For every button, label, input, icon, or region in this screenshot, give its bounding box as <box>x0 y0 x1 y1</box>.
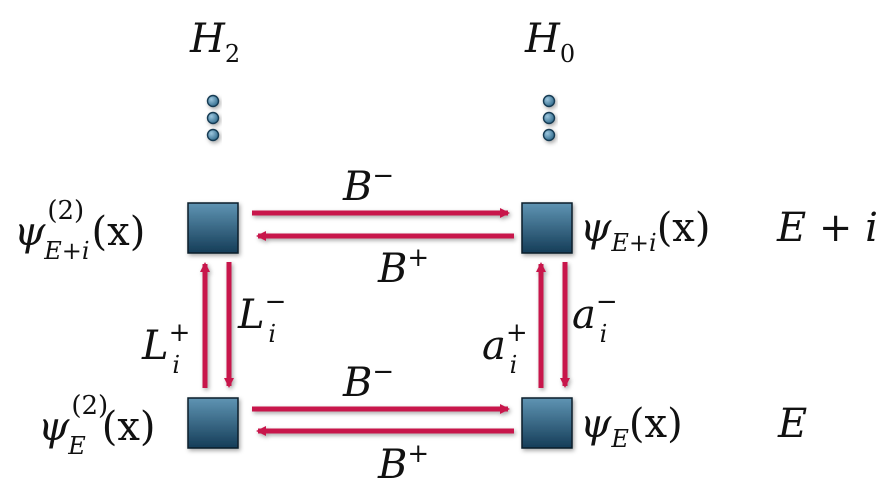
label-b-plus-upper: B+ <box>377 243 429 292</box>
column-label-right: H0 <box>524 16 575 68</box>
state-box-left-upper <box>187 202 239 254</box>
column-label-left: H2 <box>189 16 240 68</box>
state-box-right-upper <box>521 202 573 254</box>
ellipsis-dots-right <box>542 94 556 142</box>
label-b-plus-lower: B+ <box>377 439 429 488</box>
state-label-psi2-upper: ψ(2)E+i(x) <box>14 196 145 265</box>
label-l-minus: L−i <box>237 287 286 348</box>
state-box-left-lower <box>187 397 239 449</box>
row-label-lower: E <box>777 401 807 447</box>
label-b-minus-upper: B− <box>342 161 394 210</box>
ellipsis-dots-left <box>206 94 220 142</box>
label-a-plus: a+i <box>482 318 528 379</box>
state-label-psi-upper: ψE+i(x) <box>580 205 710 257</box>
state-box-right-lower <box>521 397 573 449</box>
row-label-upper: E + i <box>776 205 878 251</box>
state-label-psi2-lower: ψ(2)E(x) <box>38 391 156 460</box>
label-a-minus: a−i <box>572 287 618 348</box>
state-label-psi-lower: ψE(x) <box>580 401 683 453</box>
label-b-minus-lower: B− <box>342 357 394 406</box>
label-l-plus: L+i <box>141 318 190 379</box>
